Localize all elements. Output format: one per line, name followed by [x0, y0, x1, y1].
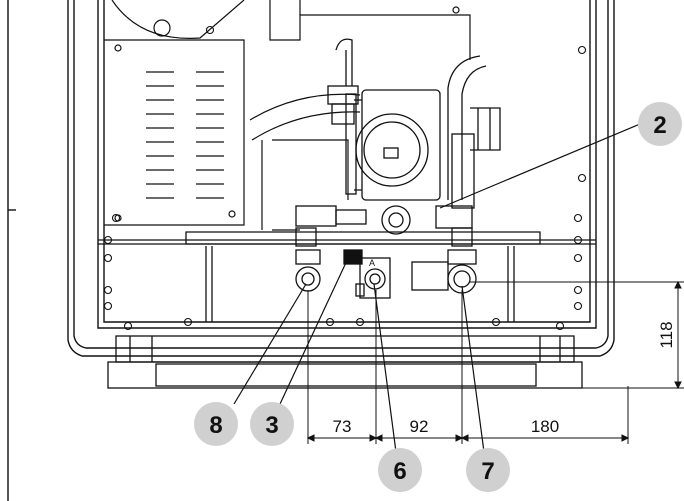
callout-2: 2 — [638, 102, 682, 146]
vent-slots — [146, 71, 224, 199]
dimension-118: 118 — [657, 321, 676, 348]
valve-mark: A — [369, 258, 375, 268]
svg-text:7: 7 — [481, 458, 494, 485]
svg-text:8: 8 — [209, 412, 222, 439]
leader-3 — [279, 253, 351, 405]
dimension-lines — [306, 280, 684, 444]
svg-text:2: 2 — [653, 112, 666, 139]
fitting-8 — [295, 249, 321, 292]
leader-7 — [461, 285, 485, 453]
leader-lines — [233, 123, 641, 453]
callout-7: 7 — [466, 448, 510, 492]
pipe-right — [447, 55, 501, 209]
boiler-base — [107, 335, 583, 389]
fitting-6 — [355, 257, 391, 299]
pump — [345, 89, 441, 201]
boiler-casing — [7, 0, 615, 501]
svg-text:6: 6 — [393, 458, 406, 485]
leader-6 — [373, 283, 397, 453]
callout-3: 3 — [250, 402, 294, 446]
dimension-73: 73 — [333, 417, 352, 436]
pipe-left — [327, 38, 359, 125]
callout-8: 8 — [194, 402, 238, 446]
callout-6: 6 — [378, 448, 422, 492]
lower-plate — [98, 227, 596, 322]
svg-text:3: 3 — [265, 412, 278, 439]
fitting-7 — [411, 249, 477, 294]
dimension-180: 180 — [531, 417, 559, 436]
dimension-92: 92 — [410, 417, 429, 436]
leader-2 — [439, 123, 641, 209]
internal-panel — [104, 0, 471, 226]
leader-8 — [233, 283, 307, 405]
screw-holes — [103, 25, 587, 331]
heat-exchanger — [249, 93, 361, 231]
